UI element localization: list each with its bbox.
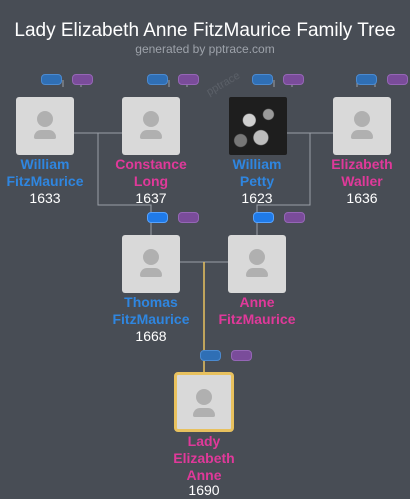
person-card-constance-long[interactable] [122,97,180,155]
person-card-anne-fitzmaurice[interactable] [228,235,286,293]
portrait-photo-icon[interactable] [229,97,287,155]
person-name[interactable]: Constance Long [115,156,187,189]
person-name[interactable]: William Petty [232,156,282,189]
person-name[interactable]: Thomas FitzMaurice [112,294,190,327]
expand-father-button[interactable] [356,74,377,85]
expand-father-button[interactable] [200,350,221,361]
person-year: 1623 [241,190,273,206]
person-year: 1668 [135,328,167,344]
expand-father-button[interactable] [147,74,168,85]
person-name[interactable]: Elizabeth Waller [331,156,393,189]
person-silhouette-icon [249,249,265,265]
expand-father-button[interactable] [253,212,274,223]
person-name[interactable]: William FitzMaurice [6,156,84,189]
person-silhouette-icon [143,111,159,127]
person-silhouette-icon [37,111,53,127]
person-name[interactable]: Anne FitzMaurice [218,294,296,327]
expand-mother-button[interactable] [231,350,252,361]
person-card-william-fitzmaurice[interactable] [16,97,74,155]
person-year: 1690 [188,482,220,498]
person-card-lady-elizabeth-anne[interactable] [174,372,234,432]
expand-mother-button[interactable] [284,212,305,223]
expand-mother-button[interactable] [178,212,199,223]
expand-mother-button[interactable] [178,74,199,85]
expand-mother-button[interactable] [387,74,408,85]
person-card-thomas-fitzmaurice[interactable] [122,235,180,293]
expand-father-button[interactable] [147,212,168,223]
person-silhouette-icon [196,389,212,405]
person-card-elizabeth-waller[interactable] [333,97,391,155]
person-silhouette-icon [354,111,370,127]
expand-mother-button[interactable] [283,74,304,85]
page-subtitle: generated by pptrace.com [135,42,275,56]
expand-father-button[interactable] [41,74,62,85]
person-year: 1636 [346,190,378,206]
person-year: 1633 [29,190,61,206]
page-title: Lady Elizabeth Anne FitzMaurice Family T… [14,20,396,41]
person-name[interactable]: Lady Elizabeth Anne [173,433,235,483]
person-year: 1637 [135,190,167,206]
person-silhouette-icon [143,249,159,265]
expand-mother-button[interactable] [72,74,93,85]
expand-father-button[interactable] [252,74,273,85]
